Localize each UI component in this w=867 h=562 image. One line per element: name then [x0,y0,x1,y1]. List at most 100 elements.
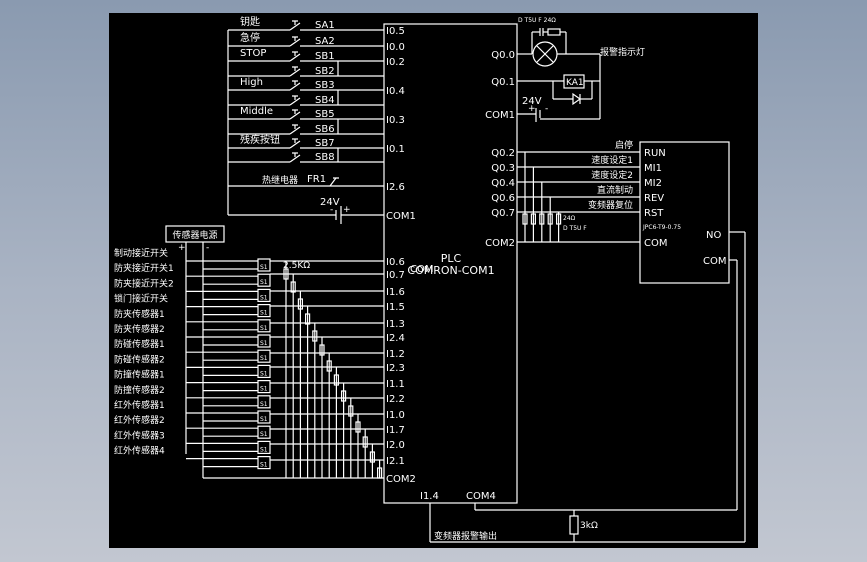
pushbutton-icon-SA1 [289,20,301,31]
sensor-label-6: 防碰传感器1 [114,338,165,350]
sensor-symbol-7 [257,364,271,378]
pulldown-resistor-12 [369,451,375,463]
sensor-power-minus: - [206,243,209,253]
plc-bottom-COM4: COM4 [466,491,496,502]
sensor-label-2: 防夹接近开关2 [114,277,174,289]
plc-input-I1.3: I1.3 [386,319,405,330]
plc-input-I2.3: I2.3 [386,363,405,374]
switch-label-SB1: STOP [240,48,266,59]
sensor-power-label: 传感器电源 [172,229,217,241]
vfd-model: JPC6-T9-0.75 [642,224,681,231]
supply-minus: - [330,205,333,215]
pulldown-resistor-3 [305,313,311,325]
switch-id-SB7: SB7 [315,138,335,149]
plc-input-I2.4: I2.4 [386,333,405,344]
plc-com-mid: COM [410,264,433,275]
snubber-resistor-4 [556,213,562,225]
switch-label-SA1: 钥匙 [240,15,260,28]
switch-id-SB1: SB1 [315,51,335,62]
supply-plus: + [343,205,351,215]
switch-id-SB4: SB4 [315,95,335,106]
sensor-label-12: 红外传感器3 [114,429,165,441]
pushbutton-icon-SB1 [289,51,301,62]
switch-label-SA2: 急停 [240,31,260,44]
plc-input-COM2: COM2 [386,474,416,485]
vfd-terminal-MI1: MI1 [644,163,662,174]
plc-input-I0.7: I0.7 [386,270,405,281]
vfd-signal-label-0: 启停 [615,139,633,151]
sensor-symbol-5 [257,334,271,348]
sensor-symbol-text: S1 [260,310,268,317]
sensor-label-13: 红外传感器4 [114,445,165,457]
pushbutton-icon-SB4 [289,95,301,106]
sensor-symbol-6 [257,349,271,363]
alarm-resistor-value: 3kΩ [580,521,598,531]
sensor-label-11: 红外传感器2 [114,414,165,426]
vfd-signal-label-2: 速度设定2 [591,169,633,181]
thermal-relay-label: 热继电器 [262,174,298,186]
sensor-symbol-text: S1 [260,325,268,332]
vfd-signal-label-3: 直流制动 [597,184,633,196]
switch-id-SA1: SA1 [315,20,335,31]
sensor-symbol-1 [257,273,271,287]
plc-output-Q0.4: Q0.4 [491,178,515,189]
plc-input-I1.2: I1.2 [386,349,405,360]
out-supply-plus: + [528,104,536,114]
vfd-terminal-MI2: MI2 [644,178,662,189]
sensor-symbol-12 [257,440,271,454]
diode-icon [572,92,582,106]
sensor-label-7: 防碰传感器2 [114,353,165,365]
plc-output-Q0.2: Q0.2 [491,148,515,159]
switch-label-SB5: Middle [240,106,273,117]
lamp-cross [536,45,554,63]
switch-label-SB7: 残疾按钮 [240,133,280,146]
pushbutton-icon-SB2 [289,66,301,77]
plc-input-I0.5: I0.5 [386,26,405,37]
snubber-resistor-2 [539,213,545,225]
sensor-symbol-text: S1 [260,294,268,301]
pulldown-resistor-4 [312,330,318,342]
sensor-label-10: 红外传感器1 [114,399,165,411]
sensor-label-4: 防夹传感器1 [114,308,165,320]
pulldown-resistor-2 [297,298,303,310]
plc-output-COM1: COM1 [485,110,515,121]
pulldown-resistor-9 [348,405,354,417]
plc-output-Q0.6: Q0.6 [491,193,515,204]
pulldown-resistor-8 [341,390,347,402]
plc-input-I2.2: I2.2 [386,394,405,405]
sensor-symbol-text: S1 [260,416,268,423]
plc-bottom-I1.4: I1.4 [420,491,439,502]
switch-label-SB3: High [240,77,263,88]
vfd-terminal-REV: REV [644,193,664,204]
sensor-label-9: 防撞传感器2 [114,384,165,396]
out-supply-24v-label: 24V [522,96,542,107]
sensor-label-3: 锁门接近开关 [114,293,168,305]
sensor-symbol-13 [257,456,271,470]
plc-input-I0.6: I0.6 [386,257,405,268]
plc-input-COM1: COM1 [386,211,416,222]
plc-input-I0.2: I0.2 [386,57,405,68]
sensor-symbol-text: S1 [260,446,268,453]
sensor-symbol-text: S1 [260,462,268,469]
plc-output-Q0.1: Q0.1 [491,77,515,88]
pushbutton-icon-SB7 [289,138,301,149]
plc-title: PLC [441,252,462,265]
plc-input-I0.0: I0.0 [386,42,405,53]
pulldown-resistor-0 [283,268,289,280]
sensor-power-box [165,225,225,243]
plc-input-I0.3: I0.3 [386,115,405,126]
plc-input-I1.7: I1.7 [386,425,405,436]
pulldown-resistor-6 [326,360,332,372]
supply-24v-label: 24V [320,197,340,208]
plc-output-Q0.7: Q0.7 [491,208,515,219]
sensor-symbol-text: S1 [260,279,268,286]
plc-box [383,23,518,504]
lamp-rc-resistor [547,28,561,36]
sensor-symbol-9 [257,395,271,409]
pulldown-resistor-5 [319,344,325,356]
plc-input-I2.1: I2.1 [386,456,405,467]
sensor-symbol-0 [257,258,271,272]
vfd-terminal-NO: NO [706,230,721,241]
relay-id: KA1 [566,78,584,88]
